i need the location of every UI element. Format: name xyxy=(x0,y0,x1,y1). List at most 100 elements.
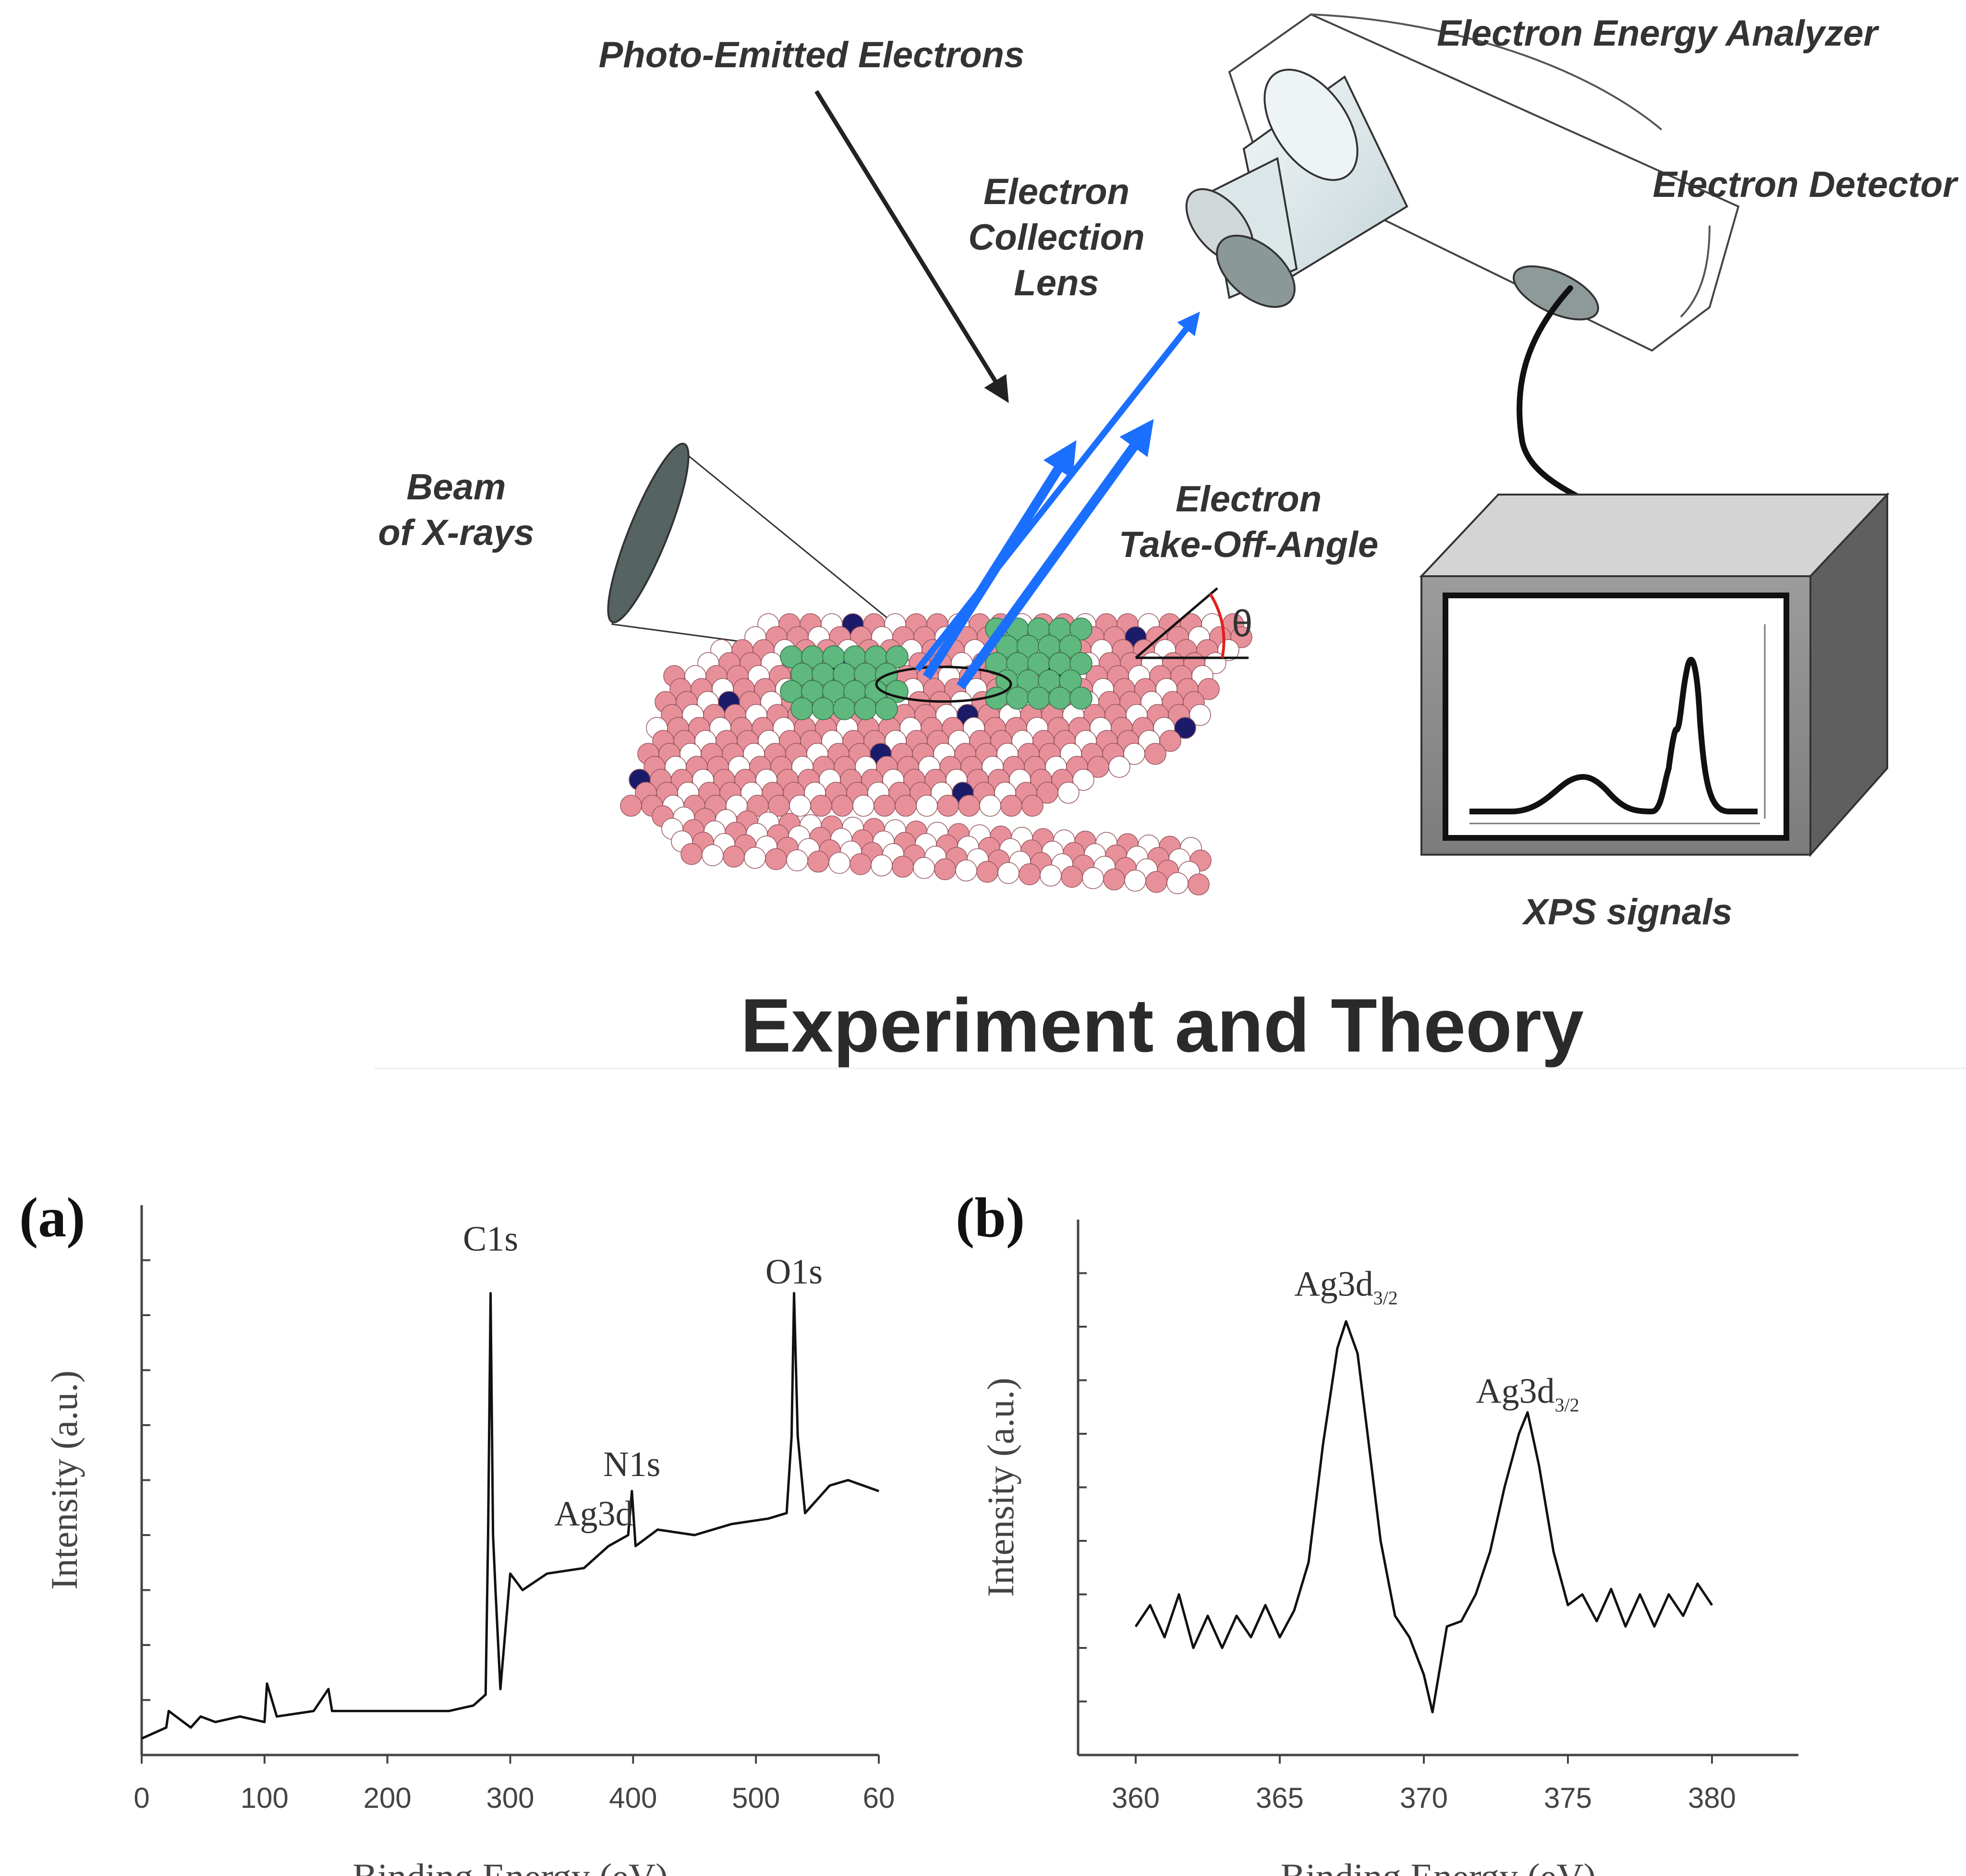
data-point xyxy=(1432,1712,1433,1713)
substrate-atom xyxy=(892,856,914,878)
substrate-atom xyxy=(874,795,896,817)
y-axis-label: Intensity (a.u.) xyxy=(980,1378,1021,1597)
photoelectron-pointer-arrow xyxy=(814,90,1009,403)
label-take-off-angle-1: Electron xyxy=(1176,479,1322,520)
data-point xyxy=(412,1710,413,1712)
data-point xyxy=(1308,1561,1309,1563)
data-point xyxy=(1461,1621,1462,1622)
data-point xyxy=(190,1727,192,1728)
x-tick-label: 60 xyxy=(863,1782,895,1814)
substrate-atom xyxy=(895,795,917,817)
data-point xyxy=(1222,1647,1223,1648)
data-point xyxy=(583,1567,584,1569)
substrate-atom xyxy=(1057,782,1080,804)
x-tick-label: 0 xyxy=(133,1782,149,1814)
x-tick-label: 375 xyxy=(1544,1782,1592,1814)
substrate-atom xyxy=(1000,795,1022,817)
substrate-atom xyxy=(1124,870,1146,892)
substrate-atom xyxy=(997,862,1019,884)
data-point xyxy=(215,1721,216,1723)
substrate-atom xyxy=(1103,868,1125,891)
substrate-atom xyxy=(976,860,998,883)
x-axis-label: Binding Energy (eV) xyxy=(1280,1856,1596,1876)
peak-annotation: Ag3d xyxy=(554,1494,633,1534)
section-title: Experiment and Theory xyxy=(740,983,1584,1068)
label-electron-detector: Electron Detector xyxy=(1653,164,1959,205)
cluster-atom xyxy=(1059,669,1082,692)
data-point xyxy=(878,1490,879,1492)
take-off-angle: θ xyxy=(1135,587,1252,659)
substrate-atom xyxy=(916,795,938,817)
substrate-atom xyxy=(831,795,853,817)
data-point xyxy=(362,1710,364,1712)
data-point xyxy=(1596,1621,1597,1622)
cluster-atom xyxy=(833,697,856,720)
data-point xyxy=(1150,1605,1151,1606)
cluster-atom xyxy=(812,697,835,720)
xps-monitor xyxy=(1419,492,1890,858)
x-tick-label: 360 xyxy=(1112,1782,1160,1814)
label-collection-lens-3: Lens xyxy=(1014,263,1099,303)
substrate-atom xyxy=(1082,867,1104,889)
peak-annotation: Ag3d3/2 xyxy=(1294,1264,1398,1308)
substrate-atom xyxy=(955,859,977,882)
data-point xyxy=(635,1546,636,1547)
monitor-spectrum xyxy=(1469,656,1758,814)
collection-lens xyxy=(1185,69,1408,308)
data-point xyxy=(791,1436,792,1437)
cluster-atom xyxy=(1048,687,1071,710)
substrate-atom xyxy=(1188,873,1210,896)
data-point xyxy=(1654,1626,1655,1627)
data-point xyxy=(546,1573,548,1574)
data-point xyxy=(200,1716,201,1717)
data-point xyxy=(1294,1610,1295,1611)
substrate-atom xyxy=(1072,769,1094,791)
label-collection-lens-2: Collection xyxy=(968,217,1144,258)
cluster-atom xyxy=(854,697,877,720)
data-point xyxy=(1490,1551,1491,1552)
x-tick-label: 380 xyxy=(1688,1782,1736,1814)
substrate-atom xyxy=(765,848,787,870)
x-tick-label: 365 xyxy=(1256,1782,1304,1814)
data-point xyxy=(1639,1594,1640,1595)
data-point xyxy=(510,1573,511,1574)
substrate-atom xyxy=(1040,864,1062,887)
data-point xyxy=(1475,1594,1476,1595)
data-point xyxy=(141,1738,142,1739)
data-point xyxy=(522,1589,523,1591)
substrate-atom xyxy=(1021,795,1044,817)
data-point xyxy=(1357,1353,1358,1354)
data-point xyxy=(492,1535,494,1536)
substrate-atom xyxy=(1189,704,1211,726)
cluster-atom xyxy=(875,697,898,720)
data-point xyxy=(1611,1588,1612,1590)
data-point xyxy=(313,1710,314,1712)
substrate-atom xyxy=(958,795,980,817)
data-point xyxy=(1178,1594,1179,1595)
data-point xyxy=(1518,1433,1519,1434)
data-point xyxy=(166,1727,167,1728)
data-point xyxy=(239,1716,241,1717)
label-collection-lens-1: Electron xyxy=(983,171,1129,212)
data-point xyxy=(1567,1605,1568,1606)
substrate-atom xyxy=(828,852,850,874)
substrate-atom xyxy=(871,854,893,877)
substrate-atom xyxy=(786,849,808,871)
panel-label: (b) xyxy=(956,1186,1025,1249)
substrate-atom xyxy=(702,844,724,866)
data-point xyxy=(1446,1626,1447,1627)
electron-arrows xyxy=(914,311,1200,690)
xps-schematic: θ Electron Energy Analyzer Photo-Emitted… xyxy=(378,13,1959,932)
xray-source xyxy=(607,442,954,671)
data-point xyxy=(1697,1583,1698,1584)
data-point xyxy=(1337,1347,1338,1349)
data-point xyxy=(1668,1594,1669,1595)
substrate-atom xyxy=(850,853,872,875)
data-point xyxy=(168,1710,170,1712)
label-xps-signals: XPS signals xyxy=(1521,892,1732,932)
data-point xyxy=(1250,1636,1251,1638)
substrate-atom xyxy=(620,795,642,817)
data-point xyxy=(1539,1465,1540,1466)
data-point xyxy=(1346,1321,1347,1322)
